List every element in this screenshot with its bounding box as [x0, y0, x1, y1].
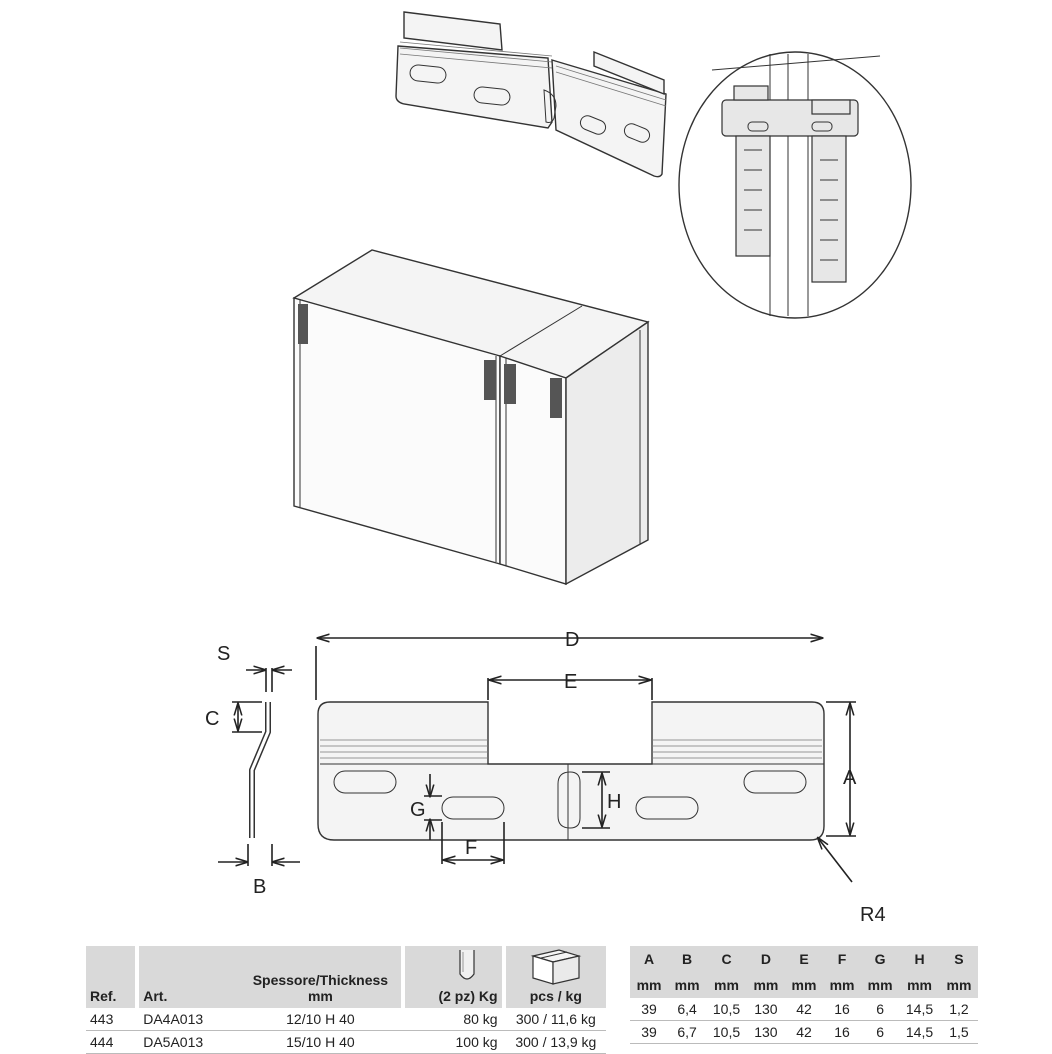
cell-dim: 42	[784, 998, 824, 1021]
cell-pack: 300 / 11,6 kg	[505, 1008, 606, 1031]
bracket-isometric-view	[395, 11, 667, 178]
cell-dim: 10,5	[706, 998, 747, 1021]
dim-label-e: E	[564, 671, 577, 693]
cell-pack: 300 / 13,9 kg	[505, 1030, 606, 1054]
bracket-side-profile	[218, 668, 300, 866]
screw-icon	[458, 950, 475, 980]
col-load-label: (2 pz) Kg	[438, 988, 498, 1004]
cell-dim: 1,2	[939, 998, 978, 1021]
cell-dim: 6,7	[668, 1020, 707, 1044]
table-row: 39 6,4 10,5 130 42 16 6 14,5 1,2	[630, 998, 978, 1021]
col-load: (2 pz) Kg	[405, 946, 502, 1008]
cell-dim: 14,5	[899, 998, 940, 1021]
col-thickness: Spessore/Thickness mm	[239, 946, 402, 1008]
cell-ref: 443	[86, 1008, 136, 1031]
bracket-front-view	[315, 638, 856, 883]
cabinet-assembly-view	[292, 249, 650, 586]
col-b: B	[668, 946, 707, 972]
table-row: 444 DA5A013 15/10 H 40 100 kg 300 / 13,9…	[86, 1030, 606, 1054]
dimension-table: A B C D E F G H S mm mm mm mm mm mm mm m…	[630, 946, 978, 1044]
cell-ref: 444	[86, 1030, 136, 1054]
table-row: 39 6,7 10,5 130 42 16 6 14,5 1,5	[630, 1020, 978, 1044]
cell-dim: 39	[630, 1020, 669, 1044]
cell-dim: 14,5	[899, 1020, 940, 1044]
unit: mm	[706, 972, 747, 998]
cell-dim: 16	[823, 998, 862, 1021]
unit: mm	[823, 972, 862, 998]
cell-dim: 6	[861, 998, 900, 1021]
col-pack: pcs / kg	[505, 946, 606, 1008]
dim-label-f: F	[465, 837, 477, 859]
dimension-header-row: A B C D E F G H S	[630, 946, 978, 972]
dim-label-b: B	[253, 876, 266, 898]
unit: mm	[899, 972, 940, 998]
col-g: G	[861, 946, 900, 972]
cell-dim: 10,5	[706, 1020, 747, 1044]
cell-load: 80 kg	[405, 1008, 502, 1031]
unit: mm	[861, 972, 900, 998]
unit: mm	[746, 972, 785, 998]
col-thickness-line2: mm	[307, 988, 333, 1004]
cell-art: DA4A013	[139, 1008, 240, 1031]
col-thickness-line1: Spessore/Thickness	[252, 972, 389, 988]
cell-thickness: 15/10 H 40	[239, 1030, 402, 1054]
col-a: A	[630, 946, 669, 972]
col-art: Art.	[139, 946, 240, 1008]
spec-table: Ref. Art. Spessore/Thickness mm (2 pz) K…	[86, 946, 606, 1054]
detail-circle-view	[678, 51, 912, 319]
dim-label-s: S	[217, 643, 230, 665]
col-pack-label: pcs / kg	[529, 988, 582, 1004]
cell-art: DA5A013	[139, 1030, 240, 1054]
unit: mm	[939, 972, 978, 998]
dim-label-h: H	[607, 791, 621, 813]
dim-label-d: D	[565, 629, 579, 651]
col-ref: Ref.	[86, 946, 136, 1008]
cell-dim: 130	[746, 998, 785, 1021]
cell-load: 100 kg	[405, 1030, 502, 1054]
table-row: 443 DA4A013 12/10 H 40 80 kg 300 / 11,6 …	[86, 1008, 606, 1031]
cell-thickness: 12/10 H 40	[239, 1008, 402, 1031]
box-icon	[530, 949, 582, 985]
cell-dim: 6,4	[668, 998, 707, 1021]
col-f: F	[823, 946, 862, 972]
col-d: D	[746, 946, 785, 972]
unit: mm	[668, 972, 707, 998]
dim-label-r4: R4	[860, 904, 886, 926]
col-s: S	[939, 946, 978, 972]
cell-dim: 130	[746, 1020, 785, 1044]
cell-dim: 39	[630, 998, 669, 1021]
dim-label-c: C	[205, 708, 219, 730]
unit: mm	[784, 972, 824, 998]
cell-dim: 1,5	[939, 1020, 978, 1044]
cell-dim: 6	[861, 1020, 900, 1044]
col-e: E	[784, 946, 824, 972]
cell-dim: 42	[784, 1020, 824, 1044]
col-h: H	[899, 946, 940, 972]
dim-label-a: A	[843, 767, 857, 789]
cell-dim: 16	[823, 1020, 862, 1044]
dimension-unit-row: mm mm mm mm mm mm mm mm mm	[630, 972, 978, 998]
dim-label-g: G	[410, 799, 426, 821]
col-c: C	[706, 946, 747, 972]
unit: mm	[630, 972, 669, 998]
